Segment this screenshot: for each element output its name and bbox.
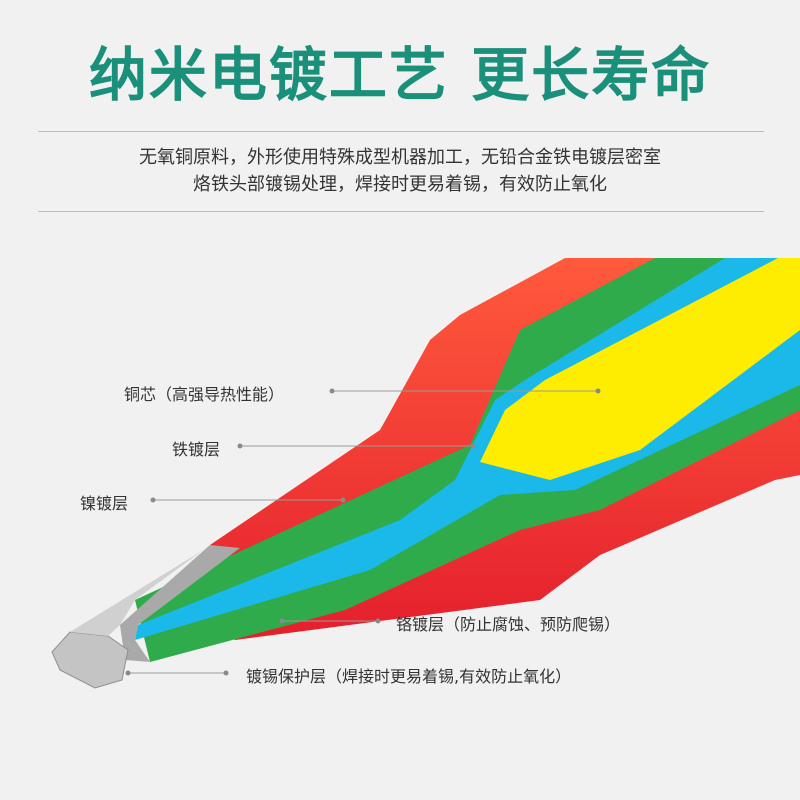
dot-chrome-end bbox=[375, 618, 381, 624]
description: 无氧铜原料，外形使用特殊成型机器加工，无铅合金铁电镀层密室 烙铁头部镀锡处理，焊… bbox=[0, 144, 800, 198]
dot-copper-end bbox=[595, 388, 601, 394]
callout-iron-plating: 铁镀层 bbox=[172, 440, 221, 459]
dot-iron-start bbox=[237, 443, 243, 449]
tin-tip-side bbox=[120, 545, 240, 662]
description-line-1: 无氧铜原料，外形使用特殊成型机器加工，无铅合金铁电镀层密室 bbox=[139, 147, 661, 168]
headline: 纳米电镀工艺 更长寿命 bbox=[88, 41, 712, 109]
callout-nickel-plating: 镍镀层 bbox=[80, 494, 129, 513]
tin-tip-face bbox=[51, 631, 129, 689]
bottom-divider bbox=[38, 211, 764, 212]
callout-tin-plating: 镀锡保护层（焊接时更易着锡,有效防止氧化） bbox=[246, 667, 572, 686]
dot-copper-start bbox=[329, 388, 335, 394]
tin-tip-bevel bbox=[70, 545, 210, 636]
callout-dots bbox=[125, 388, 601, 676]
callout-chrome-plating: 铬镀层（防止腐蚀、预防爬锡） bbox=[396, 615, 621, 634]
dot-tin-start bbox=[125, 670, 131, 676]
dot-chrome-start bbox=[279, 618, 285, 624]
description-line-2: 烙铁头部镀锡处理，焊接时更易着锡，有效防止氧化 bbox=[193, 174, 607, 195]
dot-iron-end bbox=[470, 443, 476, 449]
copper-core bbox=[480, 258, 800, 480]
dot-nickel-end bbox=[340, 497, 346, 503]
dot-tin-end bbox=[223, 670, 229, 676]
callout-copper-core: 铜芯（高强导热性能） bbox=[124, 385, 285, 404]
top-divider bbox=[38, 131, 764, 132]
dot-nickel-start bbox=[150, 497, 156, 503]
callout-leaders bbox=[128, 390, 598, 674]
